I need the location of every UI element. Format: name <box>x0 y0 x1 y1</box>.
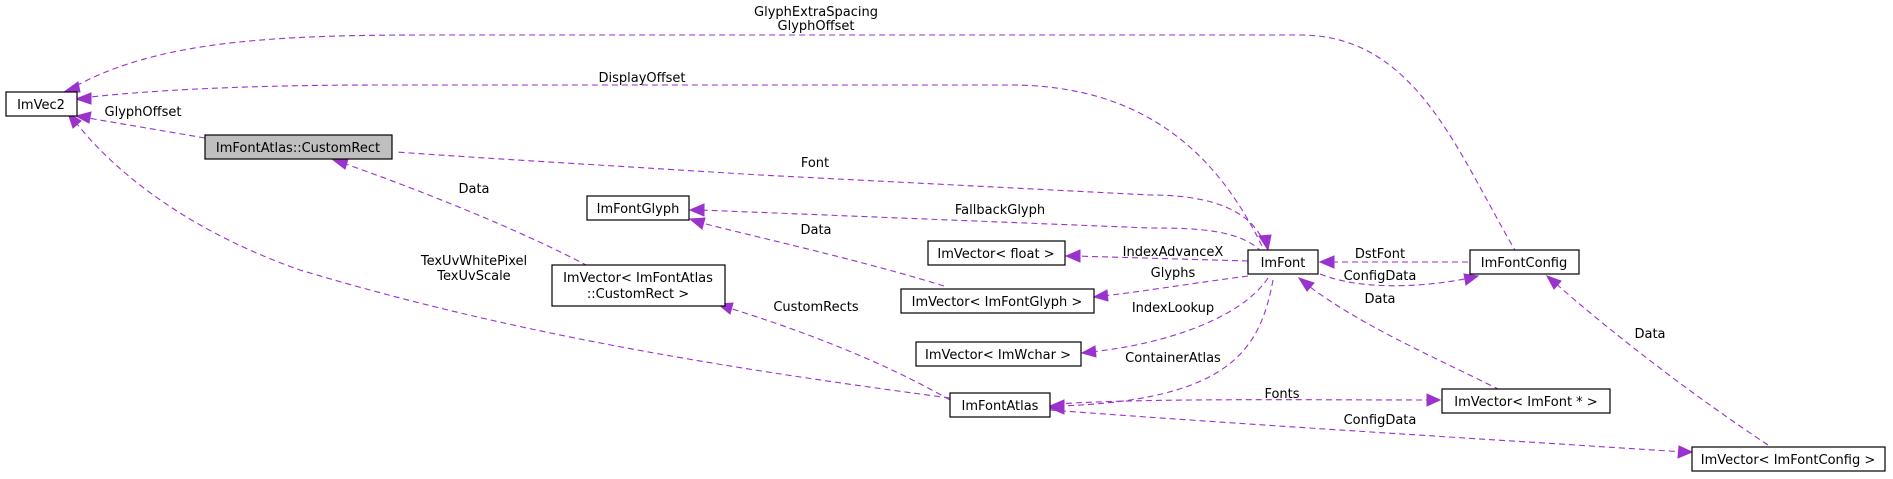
edge-fallbackglyph: FallbackGlyph <box>688 203 1263 253</box>
node-label-imfont: ImFont <box>1261 256 1306 271</box>
edge-label-fonts: Fonts <box>1264 387 1299 402</box>
node-vector-imwchar[interactable]: ImVector< ImWchar > <box>915 341 1082 367</box>
edge-configdata-atlas: ConfigData <box>1049 409 1694 459</box>
node-label-vector-imwchar: ImVector< ImWchar > <box>925 348 1071 363</box>
node-label-vector-imfontglyph: ImVector< ImFontGlyph > <box>912 295 1083 310</box>
node-imfontglyph[interactable]: ImFontGlyph <box>586 195 690 221</box>
edge-label-glyphextraspacing: GlyphExtraSpacing <box>754 5 878 20</box>
edge-indexadvancex: IndexAdvanceX <box>1064 245 1249 263</box>
edge-font: Font <box>395 151 1272 252</box>
edge-customrects: CustomRects <box>716 300 951 401</box>
edge-label-displayoffset: DisplayOffset <box>599 71 686 86</box>
atlas-arrowhead <box>1048 401 1065 415</box>
edge-label-customrects: CustomRects <box>773 300 858 315</box>
edge-glyphs: Glyphs <box>1092 266 1249 302</box>
node-label-vector-customrect-1: ImVector< ImFontAtlas <box>563 271 713 286</box>
edge-label-containeratlas: ContainerAtlas <box>1125 351 1221 366</box>
node-customrect[interactable]: ImFontAtlas::CustomRect <box>204 134 393 160</box>
edges: GlyphExtraSpacing GlyphOffset DisplayOff… <box>62 5 1769 459</box>
node-label-imfontatlas: ImFontAtlas <box>962 399 1039 414</box>
node-vector-customrect[interactable]: ImVector< ImFontAtlas ::CustomRect > <box>551 264 726 307</box>
edge-label-data-glyph: Data <box>800 223 831 238</box>
edge-data-font: Data <box>1297 277 1501 391</box>
edge-displayoffset: DisplayOffset <box>74 71 1263 247</box>
edge-label-texuvscale: TexUvScale <box>436 269 510 284</box>
node-imfont[interactable]: ImFont <box>1247 249 1319 275</box>
edge-label-configdata-font: ConfigData <box>1344 269 1417 284</box>
node-label-imfontglyph: ImFontGlyph <box>597 202 680 217</box>
node-label-vector-float: ImVector< float > <box>937 247 1054 262</box>
edge-data-customrect: Data <box>330 158 589 267</box>
node-label-vector-imfontconfig: ImVector< ImFontConfig > <box>1701 453 1875 468</box>
edge-label-configdata-atlas: ConfigData <box>1344 413 1417 428</box>
node-vector-imfontglyph[interactable]: ImVector< ImFontGlyph > <box>900 288 1095 314</box>
edge-glyphextraspacing: GlyphExtraSpacing GlyphOffset <box>62 5 1523 263</box>
edge-label-indexadvancex: IndexAdvanceX <box>1123 245 1224 260</box>
edge-texuv: TexUvWhitePixel TexUvScale <box>67 111 951 399</box>
edge-label-dstfont: DstFont <box>1355 247 1405 262</box>
edge-label-data-font: Data <box>1364 292 1395 307</box>
edge-label-glyphoffset-top: GlyphOffset <box>778 19 855 34</box>
node-label-vector-customrect-2: ::CustomRect > <box>587 287 689 302</box>
node-vector-imfont[interactable]: ImVector< ImFont * > <box>1441 388 1611 414</box>
node-label-imvec2: ImVec2 <box>17 98 65 113</box>
edge-label-font: Font <box>801 156 829 171</box>
edge-label-data-customrect: Data <box>458 182 489 197</box>
node-imfontatlas[interactable]: ImFontAtlas <box>949 392 1051 418</box>
node-label-imfontconfig: ImFontConfig <box>1481 256 1568 271</box>
edge-label-glyphoffset: GlyphOffset <box>105 105 182 120</box>
node-vector-imfontconfig[interactable]: ImVector< ImFontConfig > <box>1691 446 1886 472</box>
node-label-vector-imfont: ImVector< ImFont * > <box>1454 395 1597 410</box>
nodes: ImVec2 ImFontAtlas::CustomRect ImFontGly… <box>5 91 1886 472</box>
edge-label-indexlookup: IndexLookup <box>1132 301 1214 316</box>
edge-data-glyph: Data <box>688 217 945 287</box>
edge-data-config: Data <box>1545 275 1769 446</box>
edge-label-data-config: Data <box>1634 327 1665 342</box>
node-imfontconfig[interactable]: ImFontConfig <box>1469 249 1580 275</box>
node-imvec2[interactable]: ImVec2 <box>5 91 78 117</box>
edge-fonts: Fonts <box>1055 387 1442 407</box>
edge-label-texuvwhitepixel: TexUvWhitePixel <box>420 254 527 269</box>
edge-configdata-font: ConfigData <box>1319 269 1480 287</box>
node-vector-float[interactable]: ImVector< float > <box>927 240 1066 266</box>
edge-dstfont: DstFont <box>1318 247 1468 269</box>
edge-indexlookup: IndexLookup <box>1080 277 1269 358</box>
edge-glyphoffset: GlyphOffset <box>74 105 206 139</box>
node-label-customrect: ImFontAtlas::CustomRect <box>216 141 380 156</box>
edge-label-fallbackglyph: FallbackGlyph <box>955 203 1045 218</box>
edge-label-glyphs: Glyphs <box>1151 266 1196 281</box>
